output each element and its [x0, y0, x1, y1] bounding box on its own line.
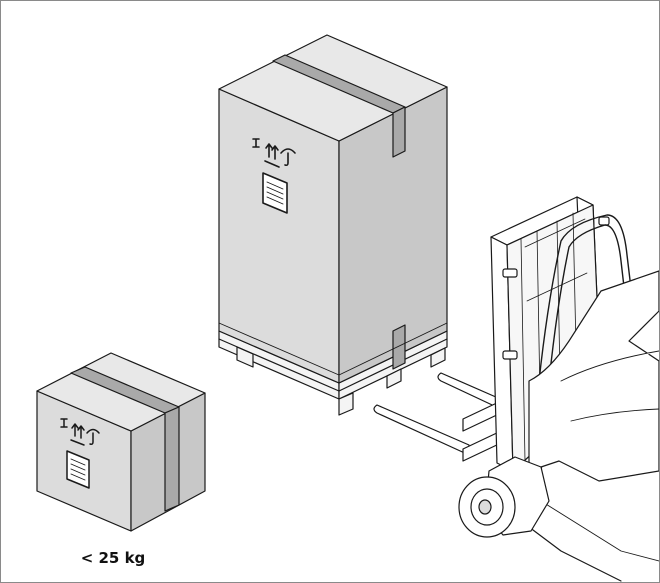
large-crate-symbols [252, 138, 296, 214]
fragile-icon [252, 138, 260, 148]
small-box-symbols [60, 418, 100, 489]
forklift-forks [373, 372, 506, 462]
fragile-icon [60, 418, 68, 428]
document-pouch-icon [262, 172, 288, 214]
document-pouch-icon [66, 450, 90, 489]
keep-dry-icon [280, 148, 296, 167]
this-way-up-icon [70, 423, 85, 446]
keep-dry-icon [86, 428, 100, 445]
forklift-wheel [458, 456, 550, 538]
this-way-up-icon [264, 143, 280, 168]
forklift-body [520, 270, 659, 582]
large-crate-on-pallet [218, 34, 448, 416]
small-box [36, 352, 206, 532]
forklift [373, 196, 659, 582]
small-box-weight-label: < 25 kg [80, 549, 146, 567]
